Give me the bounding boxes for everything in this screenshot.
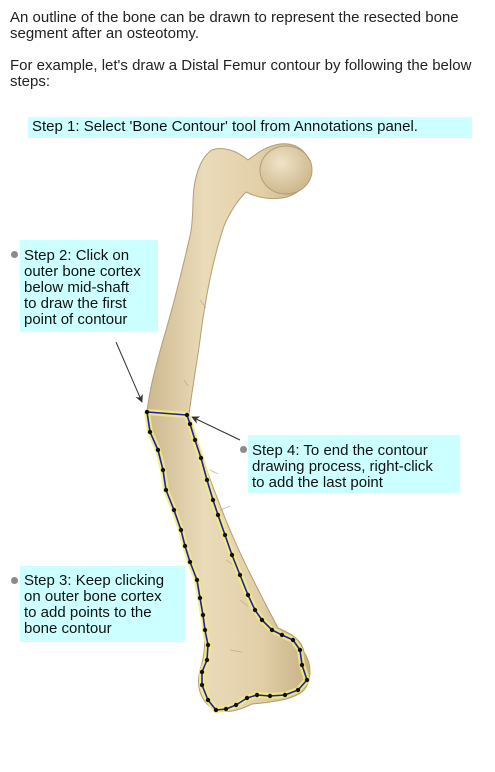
contour-point	[147, 429, 153, 435]
step2-line-4: to draw the first	[24, 295, 127, 312]
step4-bullet	[240, 446, 247, 453]
step2-arrow	[115, 341, 143, 403]
contour-point	[269, 627, 275, 633]
contour-point	[178, 527, 184, 533]
contour-point	[297, 647, 303, 653]
step4-line-1: Step 4: To end the contour	[252, 442, 428, 459]
contour-point	[245, 592, 251, 598]
step3-line-1: Step 3: Keep clicking	[24, 572, 165, 589]
step2-bullet	[11, 251, 18, 258]
contour-point	[290, 637, 296, 643]
contour-point	[163, 487, 169, 493]
contour-point	[198, 455, 204, 461]
step2-line-5: point of contour	[24, 311, 128, 328]
contour-point	[252, 607, 258, 613]
contour-point	[233, 702, 239, 708]
contour-point	[237, 572, 243, 578]
contour-point	[187, 559, 193, 565]
contour-point	[254, 692, 260, 698]
contour-point	[204, 477, 210, 483]
contour-point	[295, 687, 301, 693]
step4-arrow	[191, 416, 241, 441]
contour-point	[160, 467, 166, 473]
contour-point	[299, 662, 305, 668]
step3-callout: Step 3: Keep clicking on outer bone cort…	[20, 566, 185, 642]
step4-callout: Step 4: To end the contour drawing proce…	[248, 435, 460, 493]
contour-point	[182, 543, 188, 549]
contour-point	[194, 577, 200, 583]
contour-point	[187, 421, 193, 427]
contour-point	[199, 682, 205, 688]
intro-text: An outline of the bone can be drawn to r…	[10, 10, 488, 90]
step1-callout: Step 1: Select 'Bone Contour' tool from …	[28, 117, 472, 138]
contour-point	[144, 409, 150, 415]
contour-point	[279, 632, 285, 638]
contour-point	[202, 627, 208, 633]
contour-point	[205, 697, 211, 703]
step2-line-3: below mid-shaft	[24, 279, 130, 296]
contour-point	[205, 642, 211, 648]
contour-point	[204, 657, 210, 663]
contour-point	[184, 412, 190, 418]
bone-texture	[183, 299, 249, 653]
contour-point	[213, 707, 219, 713]
contour-point	[171, 507, 177, 513]
contour-point	[199, 669, 205, 675]
step4-line-3: to add the last point	[252, 474, 383, 491]
step3-line-2: on outer bone cortex	[24, 588, 162, 605]
contour-point	[267, 693, 273, 699]
contour-point	[282, 692, 288, 698]
contour-point	[304, 677, 310, 683]
femoral-head	[259, 145, 313, 195]
step3-line-3: to add points to the	[24, 604, 152, 621]
step2-line-1: Step 2: Click on	[24, 247, 130, 264]
contour-point	[244, 695, 250, 701]
contour-point	[259, 617, 265, 623]
step3-line-4: bone contour	[24, 620, 112, 637]
step4-line-2: drawing process, right-click	[252, 458, 433, 475]
contour-point	[222, 532, 228, 538]
intro-line-1: An outline of the bone can be drawn to r…	[10, 9, 459, 42]
contour-point	[200, 612, 206, 618]
intro-line-2: For example, let's draw a Distal Femur c…	[10, 57, 472, 90]
step2-callout: Step 2: Click on outer bone cortex below…	[20, 240, 158, 332]
contour-point	[192, 437, 198, 443]
contour-point	[215, 512, 221, 518]
step1-text: Step 1: Select 'Bone Contour' tool from …	[32, 118, 418, 135]
contour-point	[210, 497, 216, 503]
contour-point	[155, 447, 161, 453]
contour-point	[229, 552, 235, 558]
step2-line-2: outer bone cortex	[24, 263, 141, 280]
contour-point	[197, 595, 203, 601]
step3-bullet	[11, 577, 18, 584]
contour-point	[223, 706, 229, 712]
